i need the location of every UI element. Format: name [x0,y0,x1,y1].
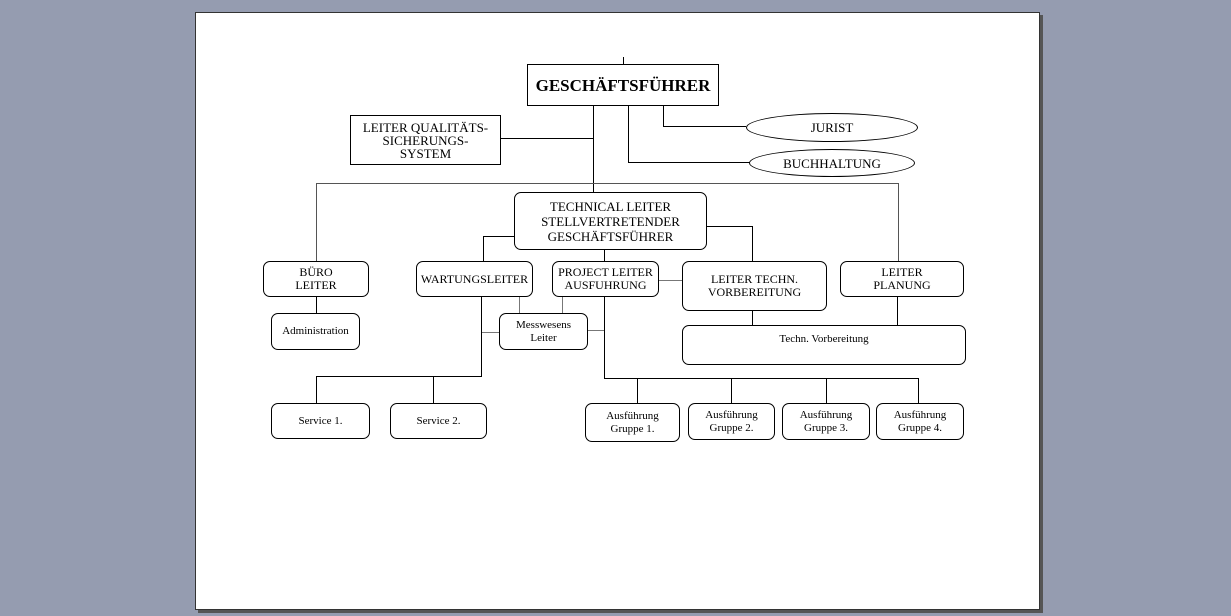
connector [316,183,899,261]
node-ausfuehrung-gruppe-2[interactable]: Ausführung Gruppe 2. [688,403,775,440]
node-service-2[interactable]: Service 2. [390,403,487,439]
document-page [195,12,1040,610]
connector [628,105,750,163]
node-leiter-planung[interactable]: LEITER PLANUNG [840,261,964,297]
node-techn-vorbereitung[interactable]: Techn. Vorbereitung [682,325,966,365]
node-leiter-qualitaet[interactable]: LEITER QUALITÄTS- SICHERUNGS- SYSTEM [350,115,501,165]
node-administration[interactable]: Administration [271,313,360,350]
node-geschaeftsfuehrer[interactable]: GESCHÄFTSFÜHRER [527,64,719,106]
node-ausfuehrung-gruppe-3[interactable]: Ausführung Gruppe 3. [782,403,870,440]
connector [316,296,482,403]
node-ausfuehrung-gruppe-4[interactable]: Ausführung Gruppe 4. [876,403,964,440]
connector [604,296,919,403]
node-leiter-techn[interactable]: LEITER TECHN. VORBEREITUNG [682,261,827,311]
node-service-1[interactable]: Service 1. [271,403,370,439]
connector [483,236,514,261]
connector [663,105,746,127]
node-technical-leiter[interactable]: TECHNICAL LEITER STELLVERTRETENDER GESCH… [514,192,707,250]
connector [481,296,604,333]
node-jurist[interactable]: JURIST [746,113,918,142]
connector [706,226,753,261]
node-buero-leiter[interactable]: BÜRO LEITER [263,261,369,297]
node-messwesens-leiter[interactable]: Messwesens Leiter [499,313,588,350]
node-wartungsleiter[interactable]: WARTUNGSLEITER [416,261,533,297]
connector [752,296,898,325]
node-project-leiter[interactable]: PROJECT LEITER AUSFUHRUNG [552,261,659,297]
node-ausfuehrung-gruppe-1[interactable]: Ausführung Gruppe 1. [585,403,680,442]
node-buchhaltung[interactable]: BUCHHALTUNG [749,149,915,177]
